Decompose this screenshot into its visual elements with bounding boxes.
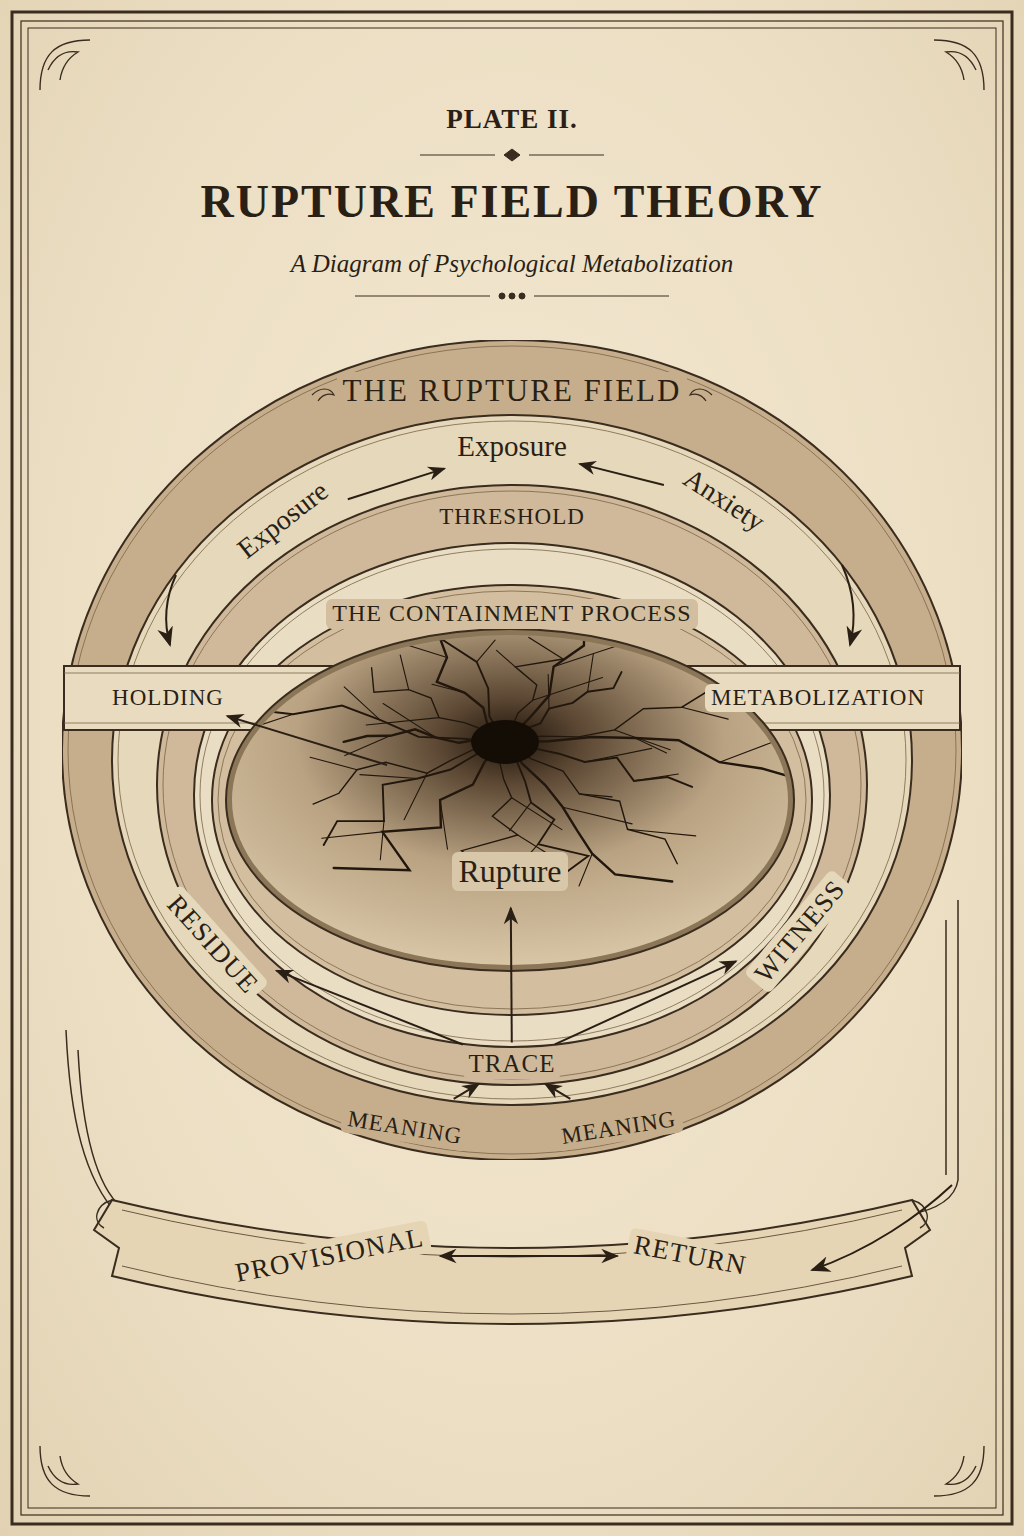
caption-text: A Diagram of Psychological Metabolizatio… [291, 250, 734, 279]
exposure-band [112, 415, 912, 1105]
decor-circle [509, 293, 515, 299]
rupture-core: Rupture [390, 700, 630, 905]
crack-branch [533, 678, 603, 701]
metabolization-banner-end: METABOLIZATION [701, 681, 935, 715]
flow-arrow [555, 961, 736, 1044]
frame [12, 12, 1012, 1524]
flow-arrow [166, 575, 176, 645]
flow-arrow [545, 1084, 570, 1099]
node-text: PROVISIONAL [227, 1220, 433, 1291]
crack-branch [400, 655, 409, 690]
node-text: THE RUPTURE FIELD [337, 372, 688, 410]
crack-branch [380, 821, 384, 860]
node-text: Exposure [451, 429, 573, 464]
decor-path [66, 1030, 118, 1215]
flow-arrow [842, 565, 854, 645]
node-text: RETURN [625, 1228, 755, 1284]
decor-path [40, 1446, 90, 1496]
decor-path [504, 149, 520, 161]
crack [324, 742, 505, 845]
crack-branch [720, 743, 772, 763]
decor-path [97, 1200, 928, 1228]
crack [334, 742, 505, 870]
node-text: HOLDING [106, 684, 230, 712]
crack-branch [563, 807, 632, 824]
decor-line [420, 154, 495, 155]
flow-arrow [348, 469, 445, 500]
decor-circle [519, 293, 525, 299]
crack [401, 562, 505, 742]
crack-branch [310, 757, 357, 770]
return-ribbon-end: RETURN [621, 1224, 760, 1288]
decor-path [78, 1050, 122, 1208]
crack-branch [404, 773, 427, 820]
crack-branch [360, 775, 418, 779]
plate-number-text: PLATE II. [446, 104, 578, 135]
inner-band [194, 543, 830, 1047]
title-text: RUPTURE FIELD THEORY [201, 176, 824, 229]
decor-line [355, 295, 490, 296]
decor-circle [499, 293, 505, 299]
decor-line [529, 154, 604, 155]
crack [505, 564, 653, 742]
flow-arrow [440, 1255, 617, 1257]
corner-ornaments [40, 40, 984, 1496]
node-text: THRESHOLD [433, 503, 591, 531]
decor-line [534, 295, 669, 296]
flow-arrow [227, 716, 387, 765]
crack-branch [477, 640, 495, 662]
provisional-ribbon-end: PROVISIONAL [223, 1217, 438, 1296]
crack-branch [366, 718, 439, 725]
node-text: METABOLIZATION [705, 684, 931, 712]
crack [215, 687, 505, 742]
decor-path [934, 40, 984, 90]
band-rule [118, 421, 906, 1099]
plate-number: PLATE II. [0, 104, 1024, 135]
title: RUPTURE FIELD THEORY [0, 176, 1024, 229]
holding-banner-end: HOLDING [102, 681, 234, 715]
band-rule [68, 346, 956, 1154]
exposure-label: Exposure [447, 426, 577, 467]
flow-arrow [454, 1084, 479, 1099]
crack-branch [554, 644, 623, 667]
flow-arrow [580, 464, 664, 485]
crack-branch [397, 642, 447, 658]
crack-branch [615, 730, 671, 750]
node-text: Rupture [452, 852, 567, 891]
decor-rect [28, 28, 996, 1508]
crack-branch [512, 798, 562, 830]
decor-path [908, 900, 958, 1215]
decor-path [40, 40, 90, 90]
crack-branch [497, 650, 516, 667]
decor-path [94, 1200, 930, 1324]
decor-rect [21, 21, 1003, 1515]
trace-label: TRACE [459, 1046, 566, 1083]
caption: A Diagram of Psychological Metabolizatio… [0, 250, 1024, 279]
threshold-band [157, 485, 867, 1085]
crater-cracks [215, 562, 803, 886]
node-text: TRACE [463, 1049, 562, 1080]
crack-branch [588, 654, 594, 692]
flow-arrow [511, 908, 512, 1043]
decor-path [934, 1446, 984, 1496]
crack-branch [510, 802, 532, 830]
return-arrow [812, 1185, 952, 1270]
node-text: THE CONTAINMENT PROCESS [326, 599, 697, 629]
band-rule [163, 491, 861, 1079]
crack-branch [548, 675, 550, 709]
decor-path [122, 1210, 902, 1314]
decor-path [945, 920, 947, 1175]
outer-band [62, 340, 962, 1160]
decor-rect [12, 12, 1012, 1524]
ribbon [94, 1200, 930, 1324]
crater-hole [471, 720, 539, 764]
flow-arrow [277, 971, 463, 1045]
